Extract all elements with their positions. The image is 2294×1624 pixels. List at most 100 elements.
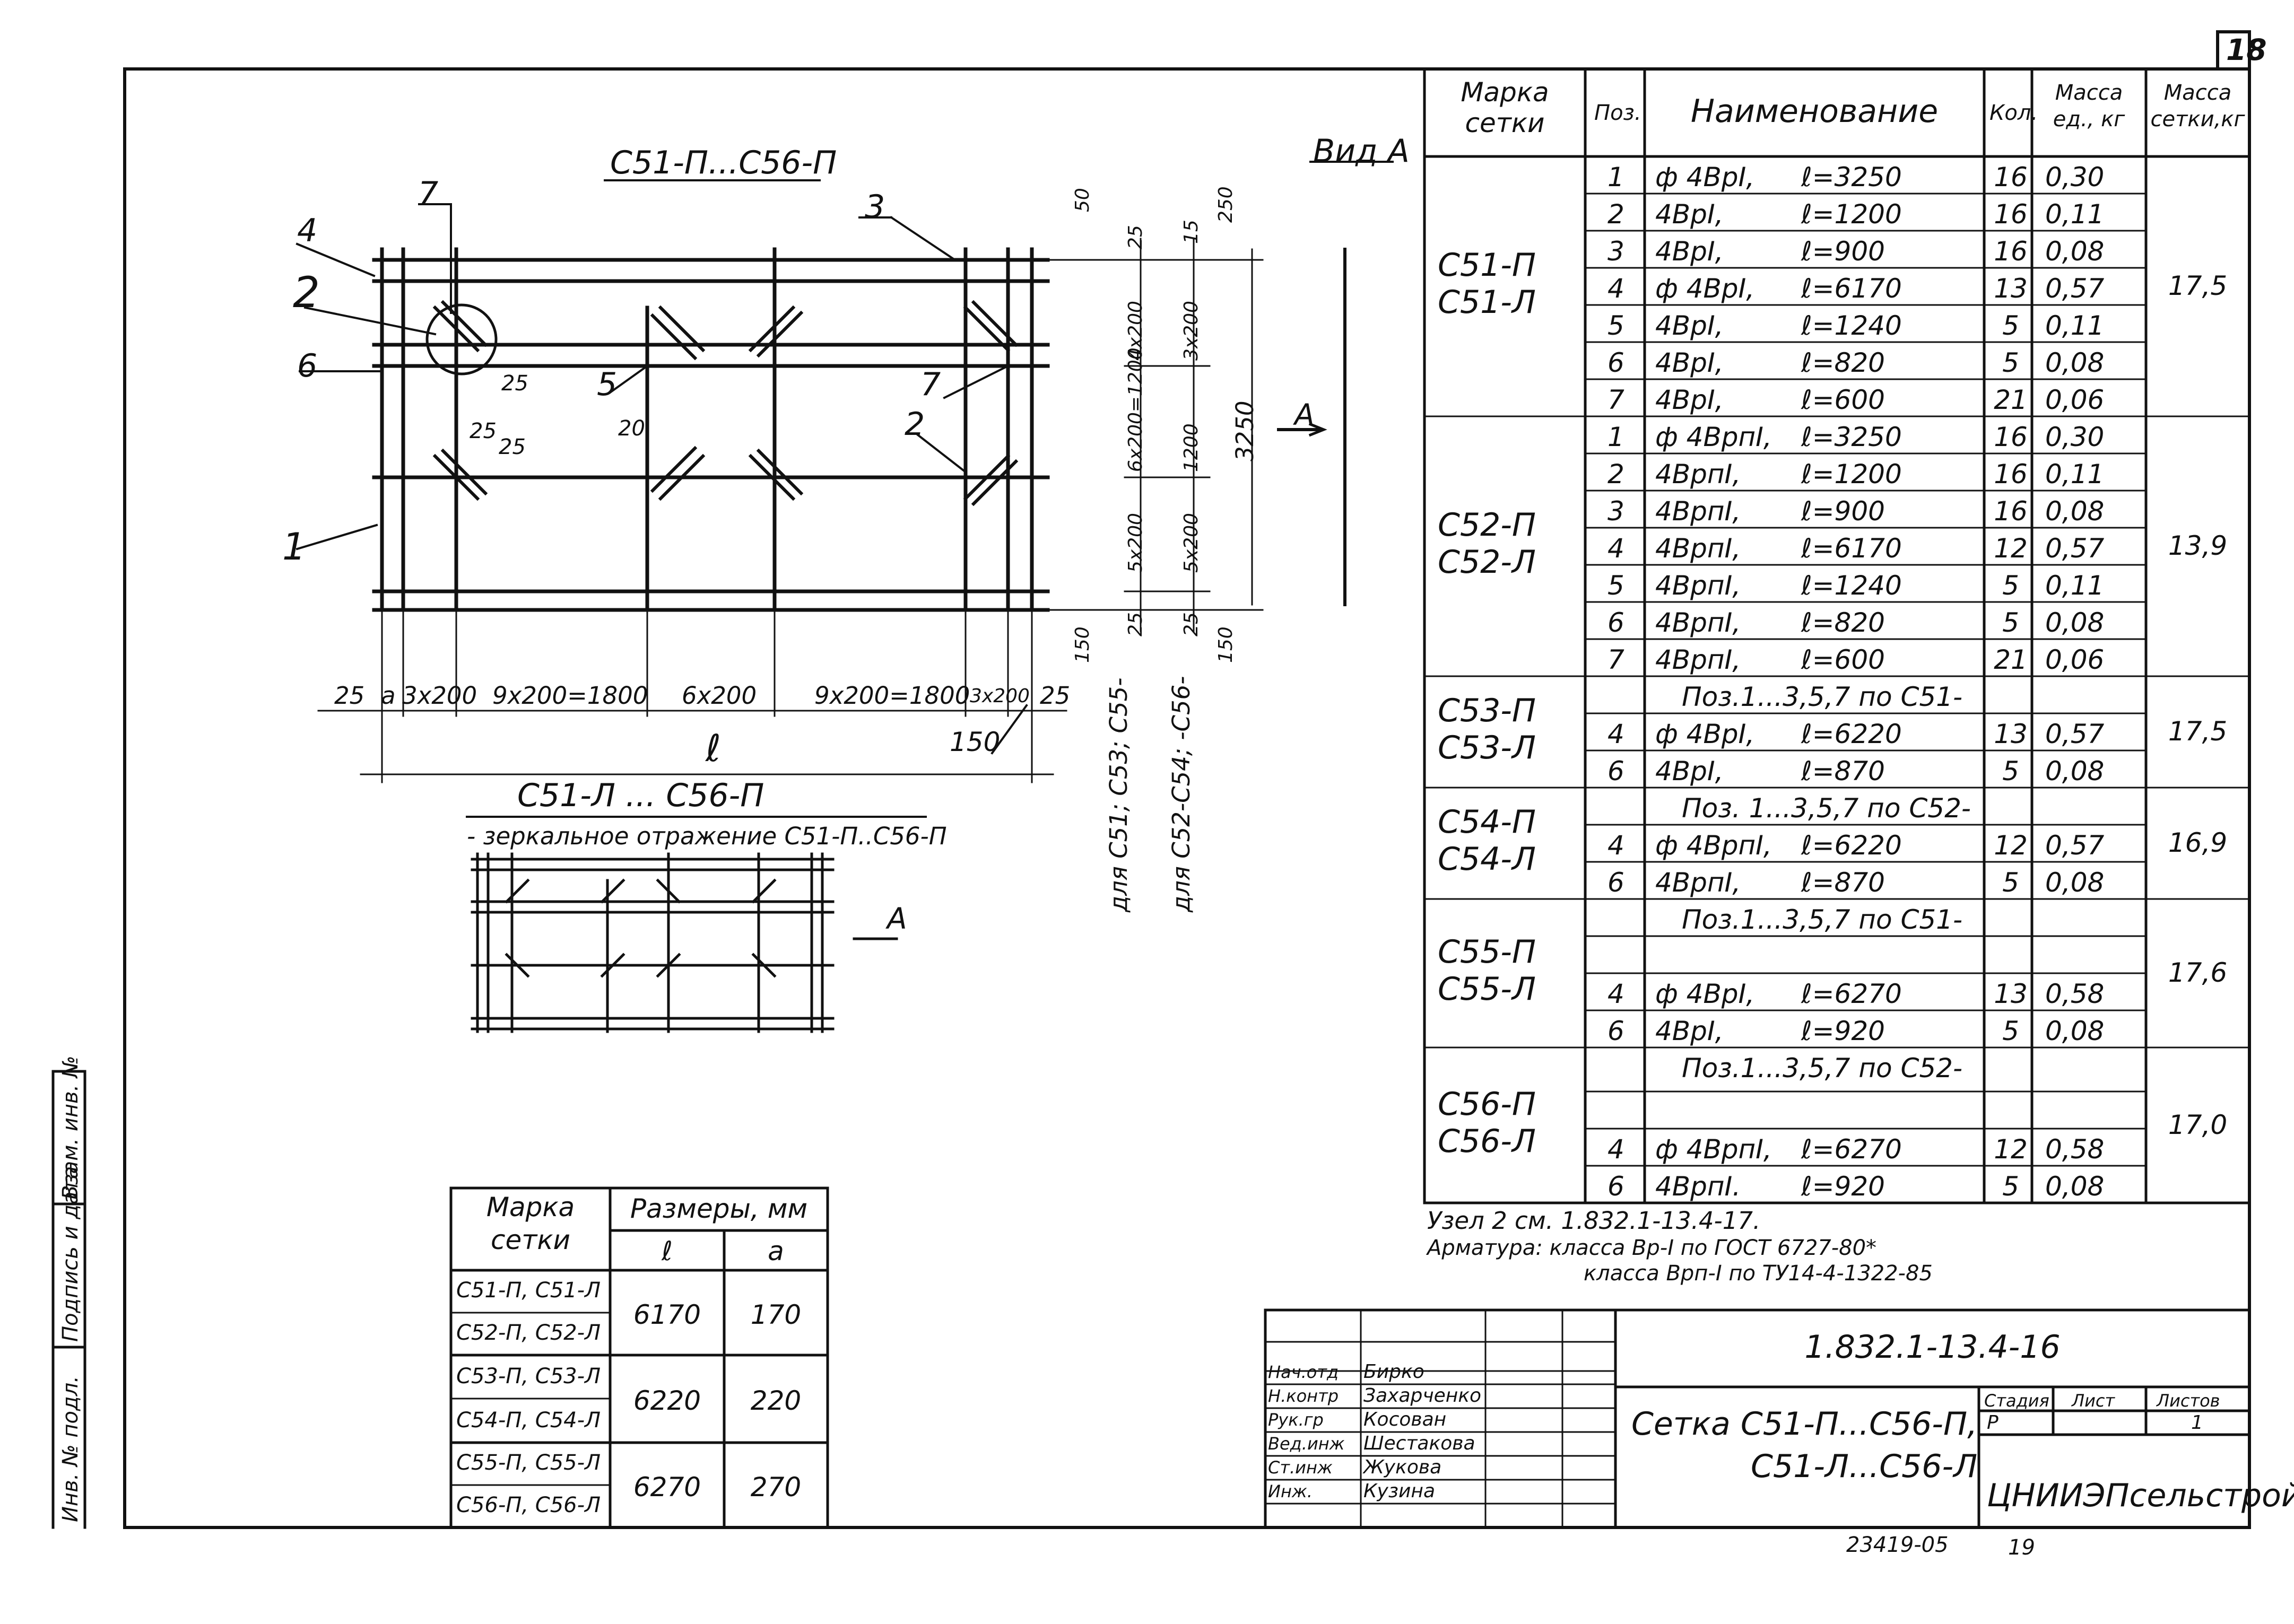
spec-pos: 5: [1607, 570, 1624, 601]
spec-length: ℓ=1200: [1801, 199, 1902, 230]
spec-pos: 2: [1607, 459, 1624, 490]
title-line-2: С51-Л...С56-Л: [1751, 1448, 1978, 1485]
callout-7b: 7: [920, 366, 941, 403]
spec-table-grid: [1423, 67, 2251, 1204]
spec-mark: С51-П: [1438, 247, 1536, 284]
size-row2-mark-b: С54-П, С54-Л: [456, 1408, 601, 1433]
hdim-9x200-b: 9х200=1800: [814, 682, 970, 710]
staff-role: Вед.инж: [1268, 1434, 1345, 1454]
spec-name: ф 4ВрI,: [1655, 273, 1755, 304]
spec-name: ф 4ВрI,: [1655, 979, 1755, 1009]
spec-qty: 12: [1994, 830, 2028, 861]
spec-pos: 6: [1607, 347, 1624, 378]
spec-length: ℓ=6170: [1801, 533, 1902, 564]
spec-qty: 12: [1994, 1134, 2028, 1165]
spec-name: 4ВрI,: [1655, 385, 1724, 415]
spec-name: 4ВрпI,: [1655, 570, 1741, 601]
side-stamp-replaced: Взам. инв. №: [58, 1055, 83, 1200]
spec-pos: 5: [1607, 310, 1624, 341]
spec-length: ℓ=6220: [1801, 719, 1902, 749]
staff-role: Рук.гр: [1268, 1410, 1324, 1430]
spec-length: ℓ=920: [1801, 1171, 1885, 1202]
drawing-title: С51-П...С56-П: [610, 144, 837, 181]
spec-unit-mass: 0,57: [2045, 533, 2105, 564]
spec-name: Поз. 1...3,5,7 по С52-: [1682, 793, 1971, 824]
organization: ЦНИИЭПсельстрой: [1987, 1477, 2294, 1514]
spec-length: ℓ=1240: [1801, 570, 1902, 601]
spec-pos: 4: [1607, 533, 1624, 564]
horizontal-dimension-lines: [317, 609, 1067, 783]
sheet-label: Лист: [2072, 1391, 2115, 1411]
spec-name: 4ВрпI,: [1655, 459, 1741, 490]
size-row1-mark-b: С52-П, С52-Л: [456, 1321, 601, 1345]
spec-qty: 21: [1994, 385, 2028, 415]
size-row3-mark-b: С56-П, С56-Л: [456, 1493, 601, 1517]
spec-qty: 16: [1994, 459, 2028, 490]
spec-qty: 16: [1994, 199, 2028, 230]
spec-name: 4ВрI,: [1655, 1016, 1724, 1046]
view-a-label: Вид А: [1313, 133, 1410, 170]
spec-length: ℓ=600: [1801, 385, 1885, 415]
vdim-5x200-b: 5х200: [1180, 513, 1202, 573]
mirror-title: С51-Л ... С56-П: [517, 777, 764, 814]
vdim-25-c: 25: [1180, 612, 1202, 636]
spec-length: ℓ=6270: [1801, 979, 1902, 1009]
spec-length: ℓ=870: [1801, 756, 1885, 787]
spec-unit-mass: 0,08: [2045, 867, 2105, 898]
dim-25-a: 25: [501, 371, 528, 396]
spec-qty: 21: [1994, 644, 2028, 675]
size-table-grid: [449, 1186, 829, 1529]
callout-3: 3: [865, 188, 885, 225]
spec-pos: 7: [1607, 644, 1624, 675]
spec-mark: С53-П: [1438, 692, 1536, 729]
spec-length: ℓ=6270: [1801, 1134, 1902, 1165]
vdim-5x200-a: 5х200: [1125, 513, 1146, 573]
spec-name: ф 4ВрI,: [1655, 719, 1755, 749]
spec-name: ф 4ВрпI,: [1655, 422, 1772, 452]
spec-header-total-mass: Масса сетки,кг: [2150, 81, 2245, 132]
view-a-arrow-letter: А: [1294, 398, 1315, 432]
title-block-grid: [1264, 1308, 2251, 1529]
vdim-3x200: 3х200: [1180, 301, 1202, 361]
size-header-sizes: Размеры, мм: [630, 1193, 808, 1224]
spec-unit-mass: 0,06: [2045, 644, 2105, 675]
spec-qty: 5: [2002, 756, 2019, 787]
sheet-number: 18: [2226, 33, 2267, 67]
spec-unit-mass: 0,08: [2045, 756, 2105, 787]
spec-length: ℓ=870: [1801, 867, 1885, 898]
spec-qty: 12: [1994, 533, 2028, 564]
spec-table-row-lines: [1423, 193, 2250, 1167]
side-stamp-signature: Подпись и дата: [58, 1166, 83, 1342]
spec-pos: 6: [1607, 607, 1624, 638]
hdim-l: ℓ: [706, 727, 721, 770]
hdim-6x200: 6х200: [682, 682, 757, 710]
hdim-3x200: 3х200: [402, 682, 477, 710]
staff-name: Кузина: [1363, 1480, 1435, 1502]
spec-qty: 5: [2002, 570, 2019, 601]
spec-unit-mass: 0,57: [2045, 273, 2105, 304]
view-a-graphic: [1277, 161, 1394, 606]
mesh-plan: [372, 247, 1050, 612]
spec-mark: С56-Л: [1438, 1122, 1536, 1160]
size-header-l: ℓ: [662, 1236, 673, 1267]
spec-pos: 3: [1607, 236, 1624, 267]
dim-25-b: 25: [470, 419, 497, 443]
size-row3-mark-a: С55-П, С55-Л: [456, 1451, 601, 1475]
spec-qty: 16: [1994, 422, 2028, 452]
title-line-1: Сетка С51-П...С56-П,: [1631, 1405, 1978, 1443]
spec-mark: С52-Л: [1438, 544, 1536, 581]
staff-name: Жукова: [1363, 1456, 1442, 1478]
spec-total-mass: 17,0: [2168, 1109, 2228, 1140]
spec-qty: 5: [2002, 347, 2019, 378]
dim-25-c: 25: [499, 435, 526, 459]
mirror-view-letter: А: [887, 902, 907, 936]
sheets-label: Листов: [2157, 1391, 2220, 1411]
size-row1-l: 6170: [633, 1299, 701, 1330]
hdim-150: 150: [950, 727, 1001, 757]
title-underlines: [466, 179, 927, 818]
spec-qty: 16: [1994, 162, 2028, 193]
spec-pos: 4: [1607, 1134, 1624, 1165]
spec-pos: 6: [1607, 756, 1624, 787]
spec-unit-mass: 0,08: [2045, 236, 2105, 267]
hdim-9x200-a: 9х200=1800: [492, 682, 648, 710]
